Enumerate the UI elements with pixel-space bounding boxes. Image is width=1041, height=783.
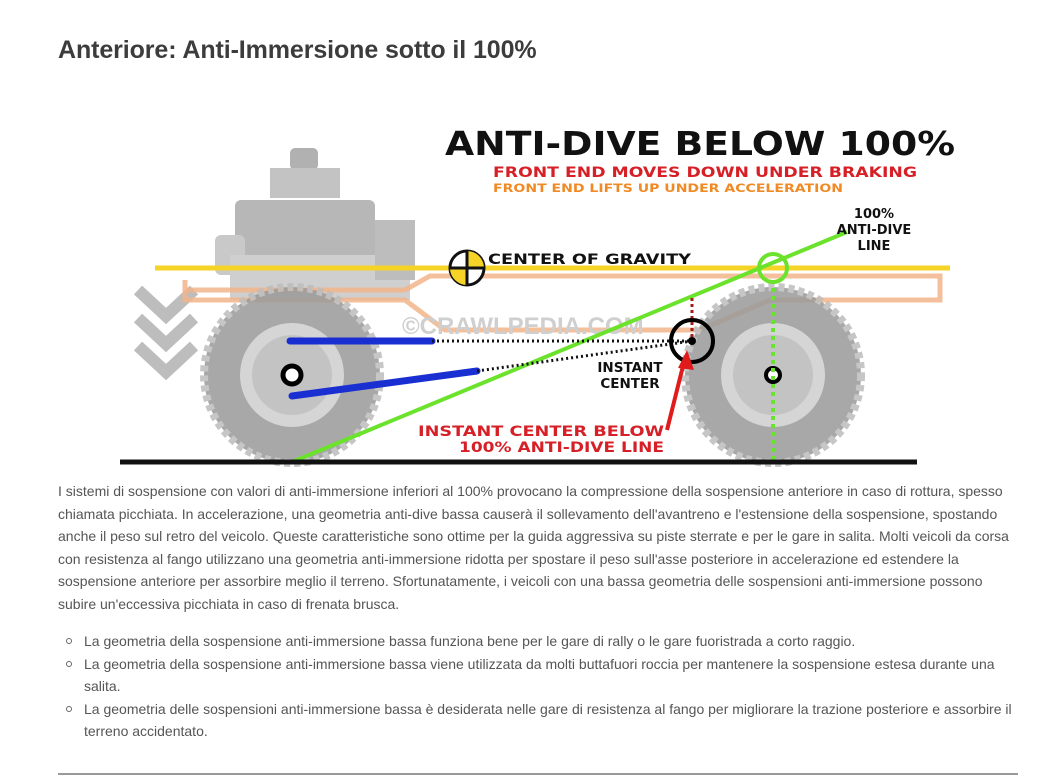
instant-center-label-2: CENTER <box>600 376 660 392</box>
list-item-text: La geometria della sospensione anti-imme… <box>84 633 856 649</box>
label-100-line-3: LINE <box>858 239 891 254</box>
below-label-2: 100% ANTI-DIVE LINE <box>459 440 664 456</box>
section-divider <box>58 773 1018 775</box>
front-axle-icon <box>280 363 304 387</box>
list-item-text: La geometria della sospensione anti-imme… <box>84 655 995 695</box>
instant-center-arrow-icon <box>665 350 694 431</box>
below-label-1: INSTANT CENTER BELOW <box>418 424 664 440</box>
body-paragraph: I sistemi di sospensione con valori di a… <box>58 483 1009 612</box>
watermark: ©CRAWLPEDIA.COM <box>402 313 644 340</box>
diagram-heading: ANTI-DIVE BELOW 100% <box>445 124 955 163</box>
lower-link <box>288 367 481 400</box>
bullet-list: La geometria della sospensione anti-imme… <box>58 630 1018 743</box>
bullet-circle-icon <box>66 705 72 712</box>
bullet-circle-icon <box>66 638 72 644</box>
front-tire <box>200 283 384 467</box>
bullet-circle-icon <box>66 660 72 667</box>
label-100-line-2: ANTI-DIVE <box>837 223 912 238</box>
list-item: La geometria della sospensione anti-imme… <box>58 630 1018 653</box>
acceleration-subheading: FRONT END LIFTS UP UNDER ACCELERATION <box>493 181 843 195</box>
cog-label: CENTER OF GRAVITY <box>488 252 692 268</box>
list-item-text: La geometria delle sospensioni anti-imme… <box>84 700 1012 740</box>
list-item: La geometria delle sospensioni anti-imme… <box>58 698 1018 743</box>
instant-center-marker <box>669 318 715 364</box>
instant-center-label-1: INSTANT <box>597 360 663 376</box>
lower-link-projection <box>476 339 693 373</box>
label-100-line-1: 100% <box>854 207 894 222</box>
anti-dive-100-line <box>291 230 848 464</box>
engine-illustration <box>215 148 415 300</box>
page-title: Anteriore: Anti-Immersione sotto il 100% <box>58 36 537 64</box>
anti-dive-diagram: ©CRAWLPEDIA.COM ANT <box>110 110 980 475</box>
diagram-svg: ©CRAWLPEDIA.COM ANT <box>120 124 955 467</box>
list-item: La geometria della sospensione anti-imme… <box>58 653 1018 698</box>
instant-center-point <box>688 337 696 345</box>
rear-tire <box>681 283 865 467</box>
center-of-gravity-icon <box>448 249 486 287</box>
braking-subheading: FRONT END MOVES DOWN UNDER BRAKING <box>493 165 917 181</box>
